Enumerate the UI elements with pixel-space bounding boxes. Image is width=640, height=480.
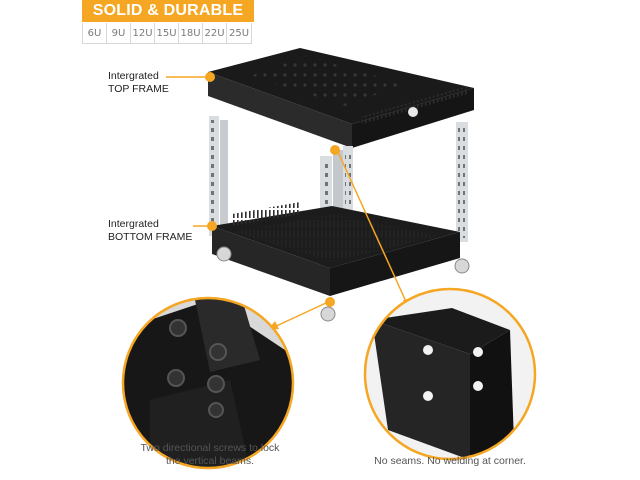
size-12u: 12U — [131, 23, 155, 43]
bottom-frame-label-line2: BOTTOM FRAME — [108, 231, 193, 243]
top-frame-label: Intergrated TOP FRAME — [108, 70, 169, 96]
bottom-frame-label-line1: Intergrated — [108, 218, 159, 230]
brand-logo-icon — [408, 107, 418, 117]
top-frame-marker-dot — [205, 72, 215, 82]
bottom-frame-marker-dot — [207, 221, 217, 231]
solid-durable-banner: SOLID & DURABLE — [82, 0, 254, 22]
casters — [216, 246, 470, 322]
size-6u: 6U — [83, 23, 107, 43]
size-9u: 9U — [107, 23, 131, 43]
size-22u: 22U — [203, 23, 227, 43]
corner-marker-dot — [325, 297, 335, 307]
top-frame-label-line1: Intergrated — [108, 70, 159, 82]
rack-size-list: 6U 9U 12U 15U 18U 22U 25U — [82, 23, 252, 44]
top-frame — [208, 48, 474, 148]
size-18u: 18U — [179, 23, 203, 43]
screws-caption-line1: Two directional screws to lock — [140, 442, 280, 454]
no-seams-caption: No seams. No welding at corner. — [374, 455, 526, 467]
screws-caption-line2: the vertical beams. — [165, 455, 255, 467]
top-frame-label-line2: TOP FRAME — [108, 83, 169, 95]
callouts — [166, 72, 412, 330]
corner-detail-circle — [363, 287, 537, 461]
screws-caption: Two directional screws to lock the verti… — [120, 442, 300, 468]
size-15u: 15U — [155, 23, 179, 43]
screws-detail-circle — [121, 296, 295, 470]
bottom-frame — [212, 202, 460, 296]
size-25u: 25U — [228, 27, 250, 39]
bottom-frame-label: Intergrated BOTTOM FRAME — [108, 218, 192, 244]
